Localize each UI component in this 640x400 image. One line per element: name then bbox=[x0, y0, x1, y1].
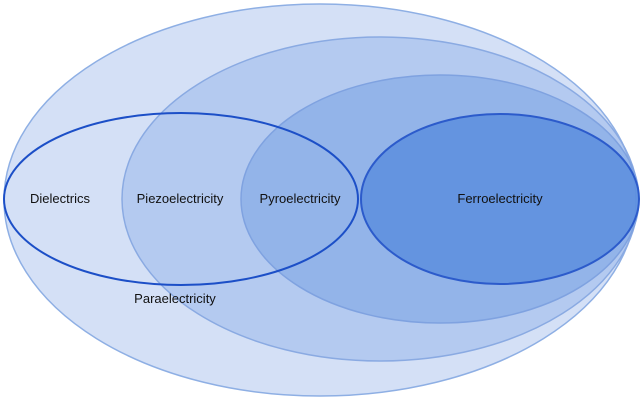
label-dielectrics: Dielectrics bbox=[30, 191, 90, 206]
label-ferroelectricity: Ferroelectricity bbox=[457, 191, 543, 206]
label-piezoelectricity: Piezoelectricity bbox=[137, 191, 224, 206]
label-pyroelectricity: Pyroelectricity bbox=[260, 191, 341, 206]
ferroelectricity-ellipse bbox=[360, 113, 640, 285]
paraelectricity-ellipse bbox=[3, 112, 359, 286]
label-paraelectricity: Paraelectricity bbox=[134, 291, 216, 306]
